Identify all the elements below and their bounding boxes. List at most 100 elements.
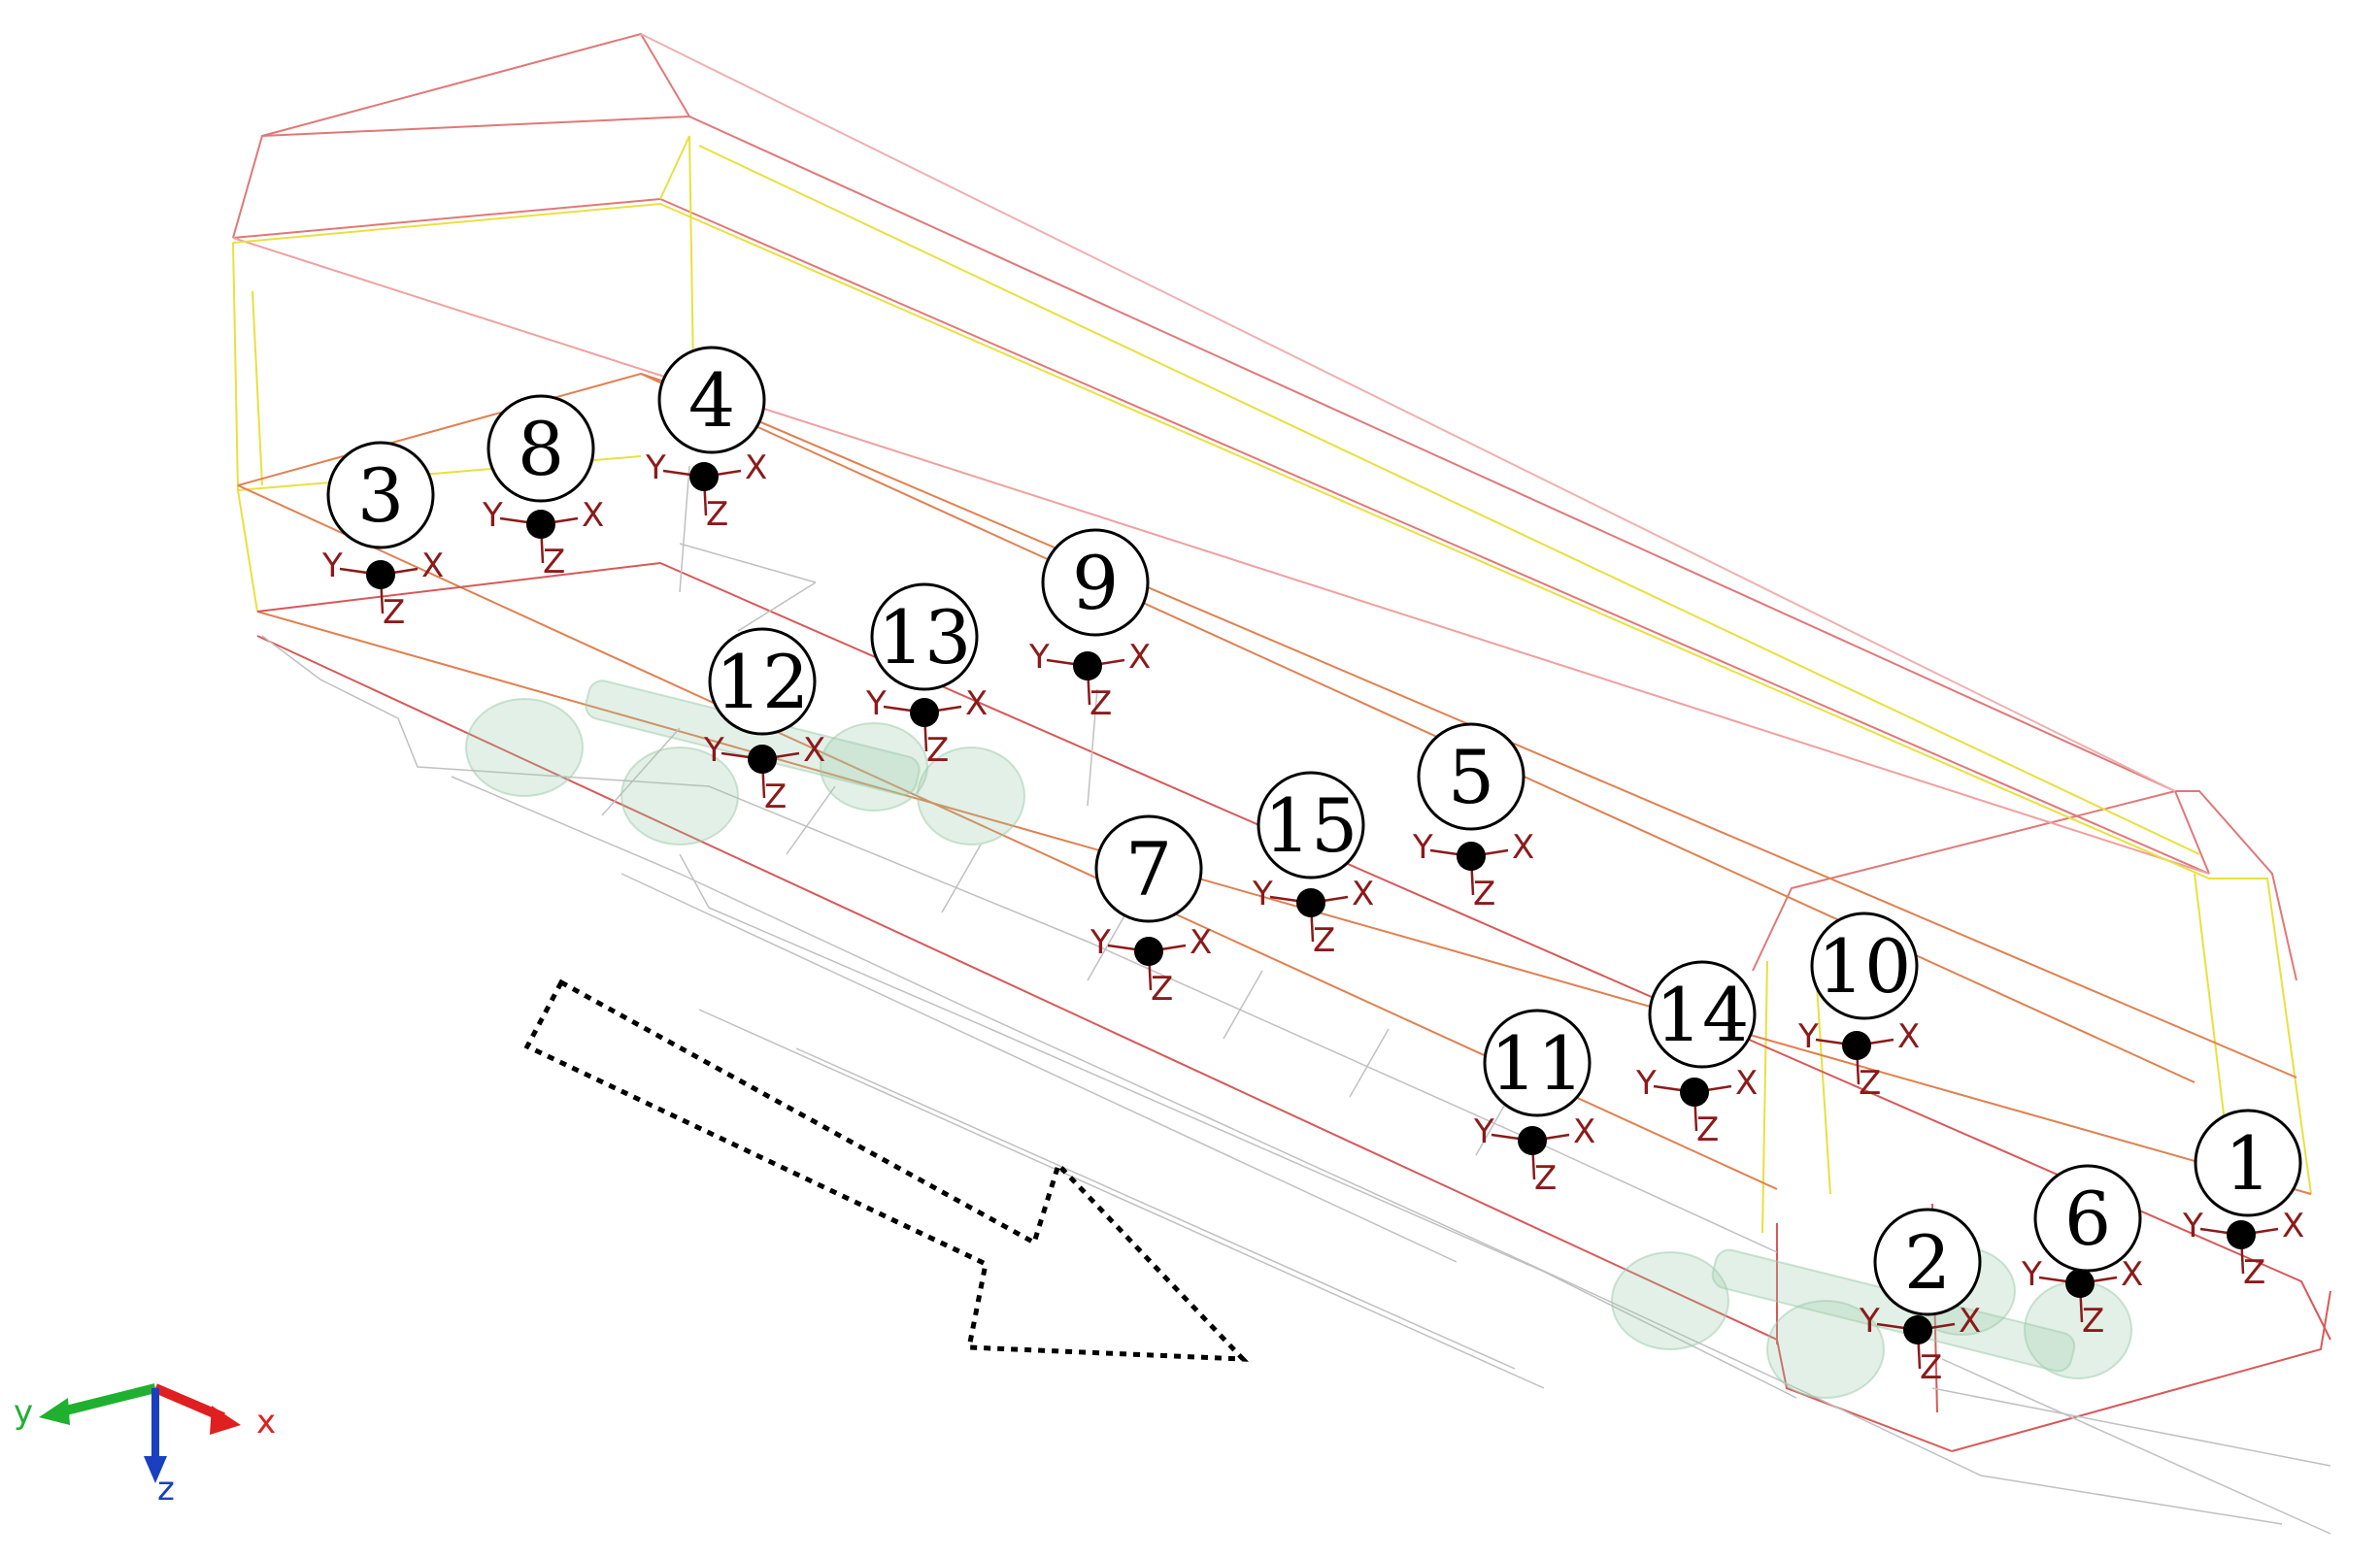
sensor-x-letter: X — [1512, 828, 1534, 867]
sensor-label-circle — [657, 346, 766, 454]
sensor-5: X Y Z 5 — [1412, 722, 1534, 913]
sensor-label-circle — [1041, 528, 1150, 637]
sensor-x-letter: X — [1190, 923, 1212, 962]
sensor-number: 10 — [1818, 923, 1912, 1010]
sensor-x-letter: X — [803, 731, 825, 770]
sensor-point-icon — [1842, 1031, 1871, 1060]
sensor-number: 7 — [1125, 826, 1172, 912]
sensor-z-letter: Z — [764, 778, 787, 816]
car-body-wireframe — [232, 32, 2331, 1535]
x-arrow-icon — [210, 1406, 241, 1435]
global-axis-triad: y x z — [14, 1383, 276, 1509]
z-arrow-icon — [144, 1456, 167, 1483]
sensor-y-letter: Y — [1859, 1302, 1880, 1341]
sensor-z-letter: Z — [1696, 1111, 1719, 1149]
sensor-point-icon — [2227, 1220, 2256, 1249]
sensor-label-circle — [1094, 814, 1203, 923]
sensor-number: 5 — [1448, 734, 1494, 820]
sensor-label-circle — [326, 441, 435, 549]
sensor-point-icon — [526, 510, 555, 539]
sensor-label-circle — [1873, 1208, 1982, 1316]
sensor-number: 1 — [2225, 1120, 2271, 1207]
sensor-z-letter: Z — [1859, 1064, 1881, 1103]
sensor-y-letter: Y — [1473, 1112, 1494, 1151]
sensor-2: X Y Z 2 — [1859, 1208, 1982, 1387]
sensor-x-letter: X — [1959, 1302, 1981, 1341]
y-arrow-icon — [39, 1398, 70, 1425]
sensor-number: 13 — [878, 594, 972, 680]
sensor-number: 12 — [716, 639, 810, 725]
sensor-z-letter: Z — [1089, 684, 1112, 723]
sensor-y-letter: Y — [865, 684, 887, 723]
sensor-point-icon — [910, 698, 939, 727]
sensor-point-icon — [1457, 842, 1486, 871]
sensor-number: 11 — [1491, 1020, 1585, 1107]
travel-direction-arrow — [523, 979, 1250, 1362]
sensor-number: 3 — [357, 452, 404, 539]
sensor-number: 8 — [518, 406, 564, 492]
sensor-y-letter: Y — [2021, 1255, 2042, 1294]
sensor-point-icon — [748, 745, 777, 774]
sensor-x-letter: X — [1128, 638, 1151, 677]
sensor-point-icon — [1680, 1078, 1709, 1107]
sensor-label-circle — [2194, 1109, 2302, 1217]
sensor-label-circle — [1257, 771, 1365, 879]
bogie-front — [465, 680, 1025, 846]
sensor-y-letter: Y — [703, 731, 724, 770]
sensor-label-circle — [1483, 1009, 1592, 1117]
sensor-z-letter: Z — [1151, 970, 1173, 1009]
sensor-1: X Y Z 1 — [2182, 1109, 2304, 1292]
sensor-10: X Y Z 10 — [1797, 912, 1920, 1103]
sensor-number: 9 — [1072, 540, 1119, 626]
sensor-number: 15 — [1264, 782, 1358, 869]
sensor-number: 14 — [1656, 972, 1750, 1058]
triad-x-label: x — [256, 1403, 276, 1442]
sensor-z-letter: Z — [1920, 1348, 1942, 1387]
sensor-label-circle — [708, 627, 817, 736]
sensor-y-letter: Y — [1412, 828, 1433, 867]
sensor-9: X YZ 9 — [1028, 528, 1151, 723]
sensor-point-icon — [689, 462, 719, 491]
sensor-y-letter: Y — [645, 448, 666, 487]
side-lower-edges — [256, 561, 2331, 1452]
sensor-x-letter: X — [421, 547, 444, 585]
sensor-y-letter: Y — [1028, 638, 1050, 677]
sensor-label-circle — [870, 582, 979, 691]
sensor-x-letter: X — [965, 684, 988, 723]
sensor-point-icon — [366, 560, 395, 589]
sensor-z-letter: Z — [1473, 875, 1495, 913]
sensor-x-letter: X — [1735, 1064, 1758, 1103]
triad-y-label: y — [14, 1393, 33, 1432]
sensor-y-letter: Y — [482, 496, 503, 535]
sensor-y-letter: Y — [1252, 875, 1273, 913]
triad-z-label: z — [157, 1470, 175, 1509]
sensor-x-letter: X — [1897, 1017, 1920, 1056]
sensor-x-letter: X — [582, 496, 604, 535]
sensor-z-letter: Z — [1534, 1159, 1557, 1198]
sensor-x-letter: X — [2121, 1255, 2143, 1294]
sensor-z-letter: Z — [1313, 921, 1335, 960]
sensor-point-icon — [2065, 1269, 2095, 1298]
sensor-z-letter: Z — [383, 593, 405, 632]
sensor-12: X Y Z 12 — [703, 627, 825, 816]
sensor-label-circle — [1810, 912, 1919, 1020]
window-band-outline — [232, 135, 2312, 1234]
sensor-z-letter: Z — [543, 543, 565, 581]
sensor-number: 6 — [2064, 1176, 2111, 1262]
sensor-y-letter: Y — [2182, 1207, 2203, 1245]
sensor-x-letter: X — [745, 448, 767, 487]
underframe-grid — [261, 465, 2331, 1535]
sensor-z-letter: Z — [2243, 1253, 2265, 1292]
sensor-y-letter: Y — [1797, 1017, 1819, 1056]
sensor-point-icon — [1903, 1315, 1932, 1344]
sensor-x-letter: X — [2282, 1207, 2304, 1245]
sensor-label-circle — [1648, 960, 1757, 1069]
sensor-point-icon — [1134, 937, 1163, 966]
sensor-number: 2 — [1904, 1219, 1951, 1306]
